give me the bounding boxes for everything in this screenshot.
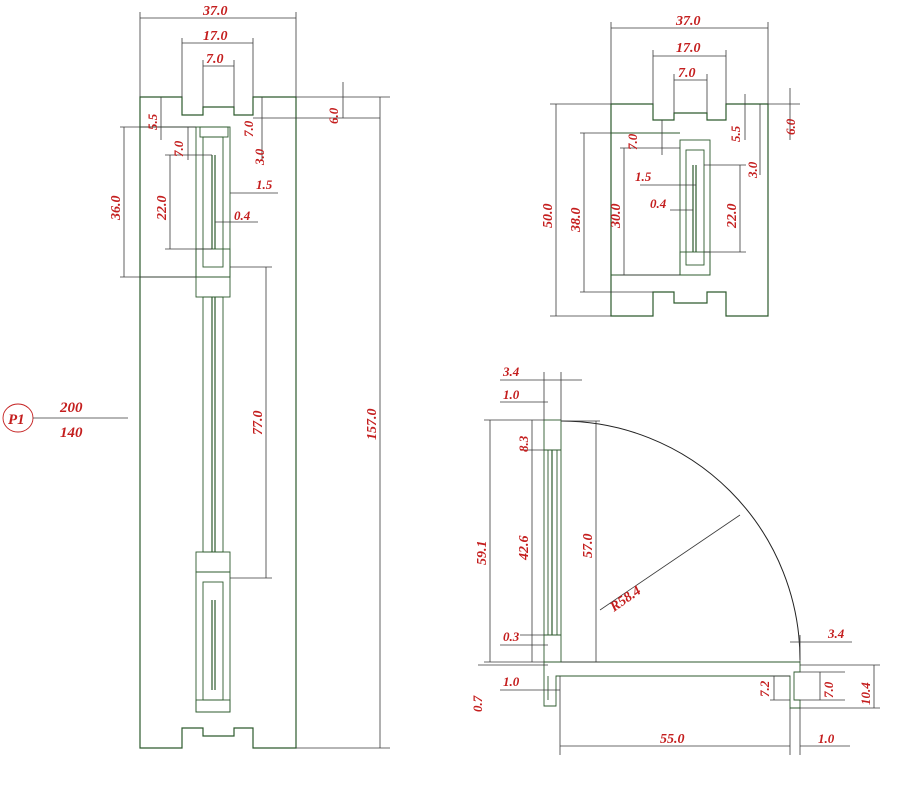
left-dim-upper-block: 36.0 xyxy=(109,196,124,222)
left-mid-panel xyxy=(202,296,224,553)
swing-dim-outer-height: 59.1 xyxy=(475,541,490,566)
swing-dim-base-step: 7.2 xyxy=(757,680,772,697)
left-dim-width-inner: 17.0 xyxy=(203,29,228,44)
swing-arc xyxy=(560,420,801,661)
left-lower-sill xyxy=(195,699,231,713)
swing-dim-panel-height: 42.6 xyxy=(517,536,532,562)
left-dim-step-right: 7.0 xyxy=(241,120,256,137)
left-dim-upper-glass: 22.0 xyxy=(155,196,170,222)
left-dim-width-total: 37.0 xyxy=(202,4,228,19)
right-top-dim-glass-outer: 30.0 xyxy=(609,204,624,230)
left-mid-rail xyxy=(195,276,231,298)
left-dimension-lines xyxy=(120,12,390,749)
swing-dim-top-width: 3.4 xyxy=(502,364,520,379)
right-top-dim-total-height: 50.0 xyxy=(541,204,556,229)
right-top-section-view: 37.0 17.0 7.0 7.0 5.5 6.0 3.0 50.0 38.0 … xyxy=(541,14,800,317)
tag-bottom-value: 140 xyxy=(60,425,83,441)
left-outer-profile xyxy=(139,96,297,749)
right-top-dim-top-offset: 6.0 xyxy=(783,118,798,135)
swing-dim-upper-step: 8.3 xyxy=(516,435,531,452)
left-dim-gap-2: 0.4 xyxy=(234,208,251,223)
swing-dim-left-base: 0.7 xyxy=(470,695,485,712)
swing-dim-right-gap: 1.0 xyxy=(818,731,835,746)
right-top-dim-lip-left: 7.0 xyxy=(625,133,640,150)
right-top-dim-glass-inner: 22.0 xyxy=(725,204,740,230)
left-dim-gap-1: 1.5 xyxy=(256,177,273,192)
right-top-dim-gap-1: 1.5 xyxy=(635,169,652,184)
swing-dim-leaf-height: 57.0 xyxy=(581,534,596,559)
left-dim-top-offset: 6.0 xyxy=(326,107,341,124)
right-top-dimension-lines xyxy=(550,22,800,317)
swing-dim-bottom-gap: 0.3 xyxy=(503,629,520,644)
right-top-dim-inner-height: 38.0 xyxy=(569,208,584,234)
swing-dim-right-thickness: 3.4 xyxy=(827,626,845,641)
right-top-dim-width-total: 37.0 xyxy=(675,14,701,29)
left-section-view: 37.0 17.0 7.0 5.5 7.0 7.0 3.0 6.0 36.0 2… xyxy=(109,4,390,749)
left-upper-bead xyxy=(202,136,224,268)
right-top-dim-width-slot: 7.0 xyxy=(678,66,696,81)
tag-p1: P1 200 140 xyxy=(2,400,128,441)
swing-dim-top-gap: 1.0 xyxy=(503,387,520,402)
left-dim-mid-glass: 77.0 xyxy=(251,411,266,436)
right-top-outer-profile xyxy=(610,103,769,317)
swing-dim-radius: R58.4 xyxy=(607,584,644,616)
right-top-dim-width-inner: 17.0 xyxy=(676,41,701,56)
left-dim-upper-lip: 7.0 xyxy=(171,140,186,157)
swing-dim-left-base-gap: 1.0 xyxy=(503,674,520,689)
left-upper-frame xyxy=(195,126,231,278)
tag-top-value: 200 xyxy=(59,400,83,416)
right-top-dim-step-right: 5.5 xyxy=(728,125,743,142)
right-top-dim-right-small: 3.0 xyxy=(745,161,760,179)
swing-dim-right-total: 10.4 xyxy=(858,682,873,705)
swing-dimension-lines xyxy=(478,372,880,755)
right-top-sill xyxy=(679,251,711,276)
swing-dim-right-step: 7.0 xyxy=(821,681,836,698)
left-upper-cap xyxy=(199,126,229,138)
left-lower-rail xyxy=(195,551,231,573)
left-lower-frame xyxy=(195,571,231,713)
left-dim-total-height: 157.0 xyxy=(365,409,380,441)
left-dim-step-left: 5.5 xyxy=(145,113,160,130)
left-upper-sill xyxy=(195,248,231,278)
left-dim-step-right-small: 3.0 xyxy=(252,148,267,166)
left-dim-width-slot: 7.0 xyxy=(206,52,224,67)
right-top-dim-gap-2: 0.4 xyxy=(650,196,667,211)
right-top-bead xyxy=(685,149,705,266)
right-top-frame xyxy=(679,139,711,276)
tag-id: P1 xyxy=(8,412,25,428)
door-swing-view: 3.4 1.0 8.3 59.1 42.6 57.0 R58.4 0.3 3.4… xyxy=(470,364,880,755)
swing-radius-line xyxy=(599,514,741,611)
swing-dim-span: 55.0 xyxy=(660,732,685,747)
left-lower-bead xyxy=(202,581,224,701)
